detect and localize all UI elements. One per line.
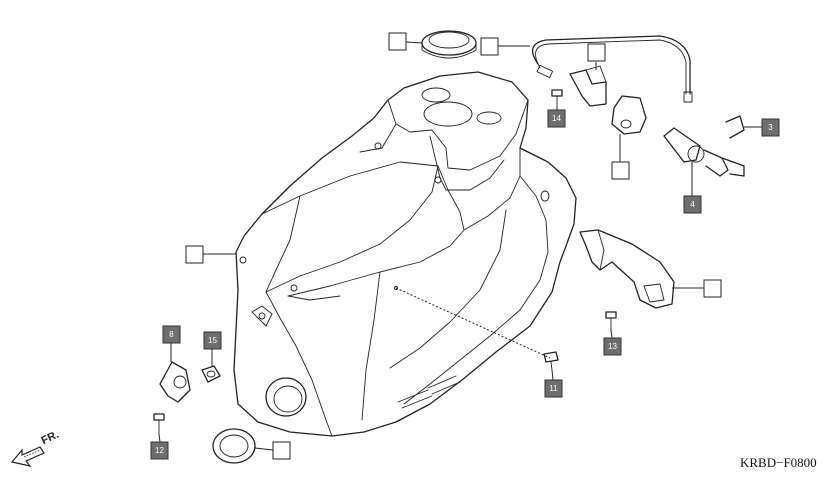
callout-14-label: 14 — [552, 114, 561, 123]
callout-cable — [480, 37, 499, 56]
callout-8-label: 8 — [169, 330, 174, 339]
bracket-8 — [159, 361, 191, 403]
seal-ring — [421, 30, 477, 59]
key-cylinder — [663, 127, 745, 177]
screw-11 — [543, 351, 559, 371]
lock-cover — [611, 95, 647, 135]
callout-handle — [703, 279, 722, 298]
callout-3: 3 — [761, 118, 780, 137]
callout-11-label: 11 — [549, 384, 558, 393]
callout-body — [185, 245, 204, 264]
grommet — [212, 428, 256, 464]
fr-label: FR. — [40, 429, 61, 447]
body-shell — [233, 71, 577, 437]
front-direction-arrow: FR. — [10, 429, 61, 467]
callout-cover — [611, 161, 630, 180]
callout-3-label: 3 — [768, 123, 773, 132]
callout-12: 12 — [150, 441, 169, 460]
callout-grommet — [272, 441, 291, 460]
grab-handle — [579, 229, 675, 309]
screw-12 — [153, 413, 165, 435]
callout-seal — [388, 32, 407, 51]
bracket-plate — [569, 65, 607, 107]
callout-15: 15 — [203, 331, 222, 350]
nut-15 — [201, 365, 221, 383]
callout-12-label: 12 — [155, 446, 164, 455]
callout-14: 14 — [547, 109, 566, 128]
screw-13 — [605, 311, 617, 331]
clip — [725, 115, 745, 139]
callout-4: 4 — [683, 195, 702, 214]
screw-14 — [551, 89, 563, 109]
callout-13: 13 — [603, 337, 622, 356]
callout-15-label: 15 — [208, 336, 217, 345]
seat-cable — [531, 35, 693, 103]
diagram-code: KRBD−F0800 — [740, 455, 817, 470]
callout-bracket — [587, 43, 606, 62]
callout-8: 8 — [162, 325, 181, 344]
callout-13-label: 13 — [608, 342, 617, 351]
leader-lines — [158, 41, 762, 451]
callout-11: 11 — [544, 379, 563, 398]
callout-4-label: 4 — [690, 200, 695, 209]
